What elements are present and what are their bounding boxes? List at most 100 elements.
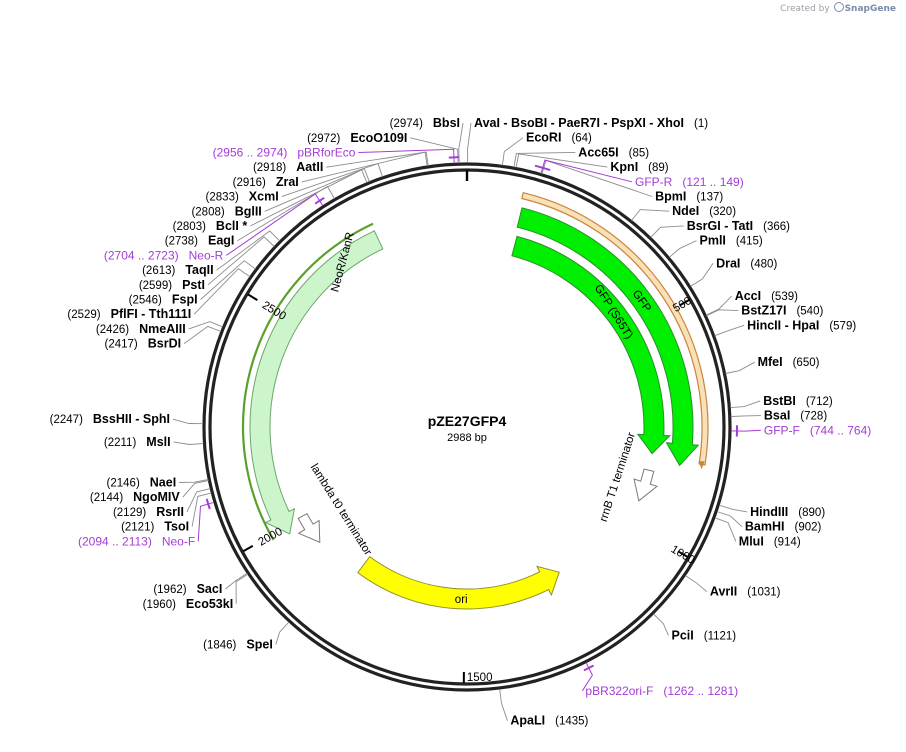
site-zrai[interactable]: (2916)ZraI [233,151,428,189]
site-pflfi[interactable]: (2529)PflFI - Tth111I [67,268,251,322]
site-bglii[interactable]: (2808)BglII [191,168,370,219]
site-eco0109i[interactable]: (2972)EcoO109I [307,131,459,164]
site-bbsi[interactable]: (2974)BbsI [390,116,464,164]
site-naei[interactable]: (2146)NaeI [107,476,209,490]
feature-gfp-outer-tip [698,461,705,470]
feature-lambda[interactable] [297,513,321,544]
site-ngomiv-position: (2144) [90,492,123,504]
site-ngomiv[interactable]: (2144) NgoMIV [90,480,209,505]
site-bcli-position: (2803) [173,221,206,233]
primer-neor[interactable]: (2704 .. 2723)Neo-R [104,193,325,262]
site-ndei[interactable]: NdeI (320) [631,204,737,221]
site-bstz17i-leader [706,309,739,317]
site-msli-position: (2211) [104,437,137,449]
site-taqii-leader [216,230,281,271]
primer-pbrforeco-leader [358,148,455,164]
site-saci-position: (1962) [153,584,186,596]
site-pcii-name: PciI [672,628,694,642]
feature-gfp[interactable] [516,207,700,467]
site-fspi[interactable]: (2546)FspI [129,260,256,307]
site-bamhi-name: BamHI [745,520,785,534]
site-hincii-name: HincII - HpaI [747,318,819,332]
site-ava[interactable]: AvaI - BsoBI - PaeR7I - PspXI - XhoI(1) [467,116,709,163]
site-acci-name: AccI [735,289,761,303]
primer-gfpf-label: GFP-F(744 .. 764) [764,423,871,437]
site-spei-position: (1846) [203,640,236,652]
site-aatii[interactable]: (2918)AatII [253,151,429,174]
site-acci[interactable]: AccI(539) [705,289,798,316]
site-ndei-name: NdeI [672,204,699,218]
site-bstz17i[interactable]: BstZ17I(540) [706,304,823,318]
site-hincii[interactable]: HincII - HpaI(579) [714,318,857,337]
site-bamhi[interactable]: BamHI(902) [716,511,822,534]
feature-rrnb[interactable] [633,468,659,502]
site-apali-label: ApaLI(1435) [510,714,588,728]
site-eagi[interactable]: (2738)EagI [165,185,335,248]
site-bsrgi[interactable]: BsrGI - TatI(366) [650,219,790,238]
primer-neof[interactable]: (2094 .. 2113)Neo-F [78,498,215,549]
site-ngomiv-name: NgoMIV [133,490,180,504]
site-rsrii-position: (2129) [113,507,146,519]
feature-ori[interactable] [357,555,560,610]
site-xcmi-name: XcmI [249,190,279,204]
primer-gfpr[interactable]: GFP-R(121 .. 149) [534,159,744,189]
primer-pbrforeco-label: (2956 .. 2974)pBRforEco [213,146,356,160]
site-pcii[interactable]: PciI(1121) [653,613,737,643]
site-nmeaiii-name: NmeAIII [139,322,186,336]
site-bpmi-label: BpmI(137) [655,190,723,204]
site-msli[interactable]: (2211) MslI [104,435,204,449]
credit-prefix: Created by [780,4,830,14]
site-kpni[interactable]: KpnI(89) [515,153,669,174]
site-acc65i-name: Acc65I [578,145,618,159]
site-mlui-leader [714,517,737,542]
feature-gfp-outer[interactable] [521,191,709,470]
site-pmli[interactable]: PmlI(415) [668,234,763,258]
site-psti[interactable]: (2599)PstI [139,236,275,292]
site-ndei-position: (320) [709,206,736,218]
site-pcii-leader [653,613,669,636]
site-bsshii[interactable]: (2247)BssHII - SphI [50,412,204,426]
site-mlui[interactable]: MluI(914) [714,517,801,549]
site-spei-label: (1846)SpeI [203,638,273,652]
site-bsai[interactable]: BsaI(728) [730,409,828,423]
site-apali[interactable]: ApaLI(1435) [499,688,589,728]
site-taqii[interactable]: (2613)TaqII [142,230,281,277]
site-kpni-position: (89) [648,162,669,174]
site-bcli[interactable]: (2803)BclI * [173,169,368,233]
site-saci[interactable]: (1962)SacI [153,572,248,596]
site-ecori-position: (64) [571,133,592,145]
site-bsrdi[interactable]: (2417)BsrDI [105,325,222,351]
tick-mark-500 [679,299,690,307]
site-nmeaiii[interactable]: (2426)NmeAIII [96,321,223,336]
site-tsoi-leader [191,492,212,527]
site-avrii[interactable]: AvrII(1031) [685,575,781,599]
feature-neor-kanr-green[interactable] [242,222,374,541]
feature-neor-kanr[interactable] [249,230,384,535]
primer-gfpf[interactable]: GFP-F(744 .. 764) [730,423,871,437]
site-fspi-position: (2546) [129,295,162,307]
restriction-sites-layer: AvaI - BsoBI - PaeR7I - PspXI - XhoI(1)E… [50,116,857,728]
site-bstbi[interactable]: BstBI(712) [730,394,833,409]
site-tsoi-position: (2121) [121,522,154,534]
site-bstbi-position: (712) [806,396,833,408]
site-bamhi-label: BamHI(902) [745,520,822,534]
site-hindiii-position: (890) [798,507,825,519]
site-hindiii[interactable]: HindIII(890) [719,504,825,519]
site-mfei[interactable]: MfeI(650) [725,355,820,374]
site-tsoi[interactable]: (2121)TsoI [121,492,212,534]
site-spei[interactable]: (1846)SpeI [203,621,290,652]
site-eagi-leader [237,185,335,242]
primer-pbr322[interactable]: pBR322ori-F(1262 .. 1281) [581,662,738,698]
site-drai[interactable]: DraI(480) [690,256,778,287]
site-rsrii[interactable]: (2129)RsrII [113,488,211,519]
site-xcmi[interactable]: (2833)XcmI [206,163,383,204]
site-msli-name: MslI [146,435,170,449]
site-acc65i[interactable]: Acc65I(85) [513,145,649,168]
site-ecori-name: EcoRI [526,131,561,145]
feature-gfp-s65t[interactable] [511,235,671,455]
site-eco53ki[interactable]: (1960)Eco53kI [143,573,249,611]
feature-lambda-arrow [297,513,321,544]
primer-pbrforeco[interactable]: (2956 .. 2974)pBRforEco [213,146,460,164]
site-ecori[interactable]: EcoRI (64) [501,131,592,166]
